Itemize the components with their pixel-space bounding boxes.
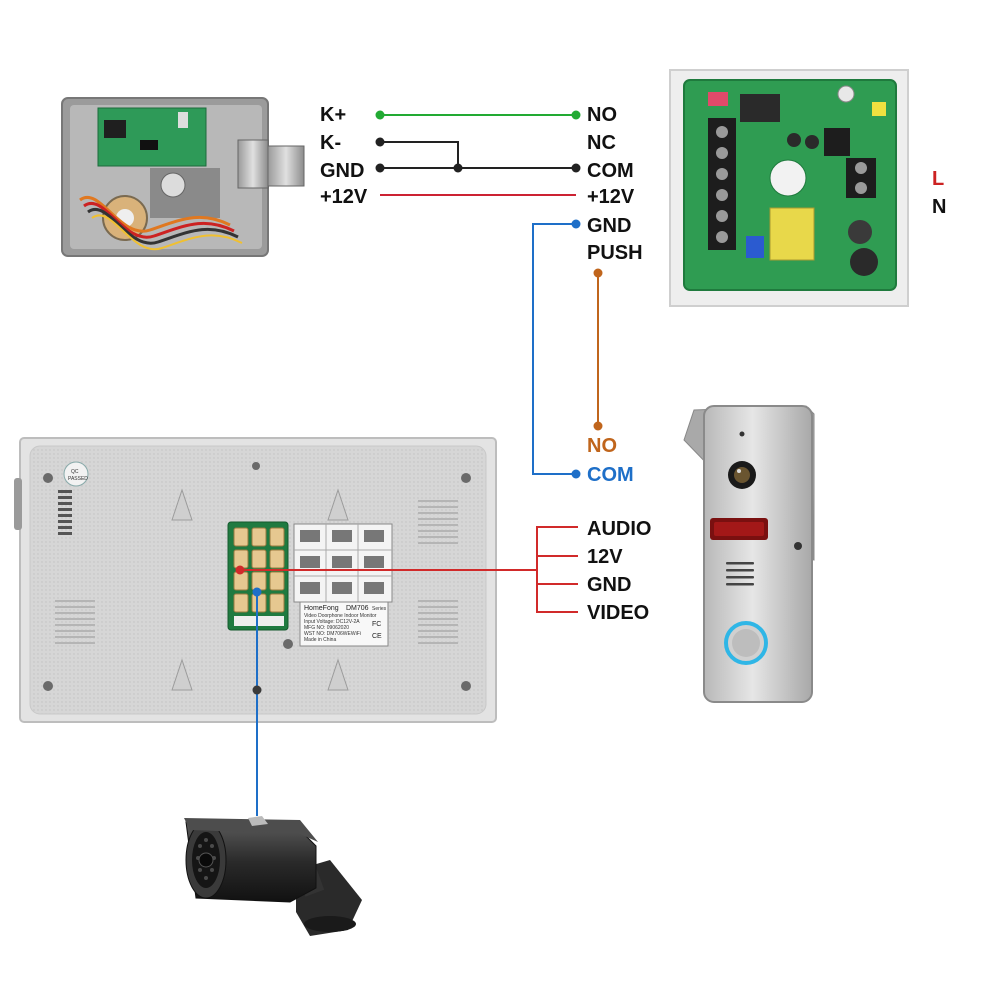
monitor-relay-no: NO	[587, 435, 617, 457]
power-supply-image	[669, 69, 909, 307]
psu-terminal-gnd: GND	[587, 215, 631, 237]
door-wire-audio: AUDIO	[587, 518, 651, 540]
lock-terminal-gnd: GND	[320, 160, 364, 182]
door-station-cable	[235, 526, 578, 613]
door-station-image	[683, 405, 815, 703]
lock-terminal-kplus: K+	[320, 104, 346, 126]
mains-l-label: L	[932, 168, 944, 190]
sticker-model: DM706	[346, 605, 369, 612]
door-wire-video: VIDEO	[587, 602, 649, 624]
mains-n-label: N	[932, 196, 946, 218]
psu-terminal-12v: +12V	[587, 186, 635, 208]
sticker-brand: HomeFong	[304, 605, 339, 612]
qc-sticker-sub: PASSED	[68, 476, 88, 482]
sticker-line1: Video Doorphone Indoor Monitor	[304, 613, 377, 619]
psu-terminal-com: COM	[587, 160, 634, 182]
sticker-line3: MFG NO: 09062020	[304, 625, 349, 631]
lock-terminal-kminus: K-	[320, 132, 341, 154]
indoor-monitor-image: HomeFong DM706 Series Video Doorphone In…	[14, 437, 497, 723]
lock-wires	[375, 110, 581, 196]
orange-wire-push-no	[593, 268, 603, 431]
psu-terminal-push: PUSH	[587, 242, 643, 264]
electric-lock-image	[61, 97, 305, 257]
sticker-ce: CE	[372, 633, 382, 640]
monitor-relay-com: COM	[587, 464, 634, 486]
door-wire-12v: 12V	[587, 546, 623, 568]
sticker-series: Series	[372, 606, 387, 612]
camera-cable	[252, 587, 262, 816]
sticker-line2: Input Voltage: DC12V-2A	[304, 619, 360, 625]
cctv-camera-image	[184, 816, 362, 936]
sticker-line5: Made in China	[304, 637, 336, 643]
psu-terminal-nc: NC	[587, 132, 616, 154]
sticker-line4: WST NO: DM706WEWiFi	[304, 631, 361, 637]
lock-terminal-12v: +12V	[320, 186, 368, 208]
door-wire-gnd: GND	[587, 574, 631, 596]
qc-sticker: QC	[71, 469, 79, 475]
psu-terminal-no: NO	[587, 104, 617, 126]
blue-wire-gnd-com	[532, 219, 581, 479]
sticker-fc: FC	[372, 621, 381, 628]
